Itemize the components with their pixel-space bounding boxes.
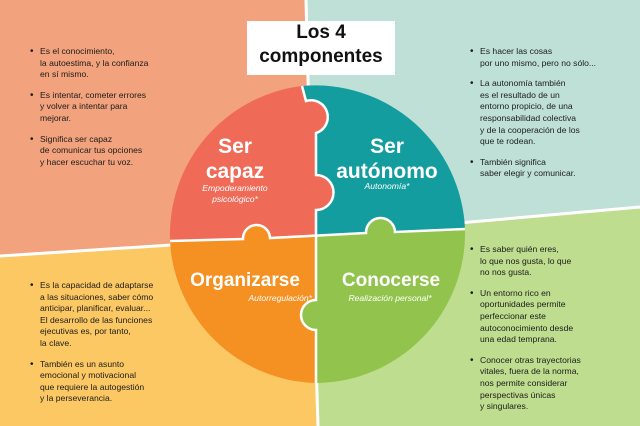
bullet-item: Es la capacidad de adaptarse a las situa… xyxy=(30,280,178,350)
bullet-item: Es hacer las cosas por uno mismo, pero n… xyxy=(470,46,620,69)
title-line-2: componentes xyxy=(259,46,383,67)
bullet-item: Significa ser capaz de comunicar tus opc… xyxy=(30,134,175,169)
bullet-item: La autonomía también es el resultado de … xyxy=(470,78,620,148)
puzzle-piece-conocerse xyxy=(301,217,466,383)
bullet-item: También es un asunto emocional y motivac… xyxy=(30,359,178,405)
puzzle-seam-vertical xyxy=(299,85,335,383)
title-box: Los 4 componentes xyxy=(247,21,395,75)
puzzle-piece-ser-capaz xyxy=(169,86,334,241)
puzzle-seam-horizontal xyxy=(169,216,466,243)
piece-subtitle-conocerse: Realización personal* xyxy=(348,293,432,303)
bullet-item: Un entorno rico en oportunidades permite… xyxy=(470,288,620,346)
bottom-right-bullet-list: Es saber quién eres, lo que nos gusta, l… xyxy=(470,244,620,422)
piece-subtitle-ser-autonomo: Autonomía* xyxy=(364,181,410,191)
bullet-item: Conocer otras trayectorias vitales, fuer… xyxy=(470,355,620,413)
piece-title-ser-capaz: Ser capaz xyxy=(205,135,265,183)
piece-title-ser-autonomo: Ser autónomo xyxy=(336,135,438,183)
title-line-1: Los 4 xyxy=(296,22,346,43)
piece-subtitle-organizarse: Autorregulación* xyxy=(248,293,312,303)
bullet-item: También significa saber elegir y comunic… xyxy=(470,157,620,180)
puzzle-circle xyxy=(169,85,466,383)
bullet-item: Es intentar, cometer errores y volver a … xyxy=(30,90,175,125)
bottom-left-bullet-list: Es la capacidad de adaptarse a las situa… xyxy=(30,280,178,414)
top-left-bullet-list: Es el conocimiento, la autoestima, y la … xyxy=(30,46,175,177)
puzzle-piece-organizarse xyxy=(170,224,331,383)
piece-title-conocerse: Conocerse xyxy=(341,270,441,291)
bullet-item: Es saber quién eres, lo que nos gusta, l… xyxy=(470,244,620,279)
top-right-bullet-list: Es hacer las cosas por uno mismo, pero n… xyxy=(470,46,620,189)
piece-title-organizarse: Organizarse xyxy=(190,270,300,291)
piece-subtitle-ser-capaz: Empoderamiento psicológico* xyxy=(202,183,268,204)
bullet-item: Es el conocimiento, la autoestima, y la … xyxy=(30,46,175,81)
puzzle-piece-ser-autonomo xyxy=(302,85,465,236)
